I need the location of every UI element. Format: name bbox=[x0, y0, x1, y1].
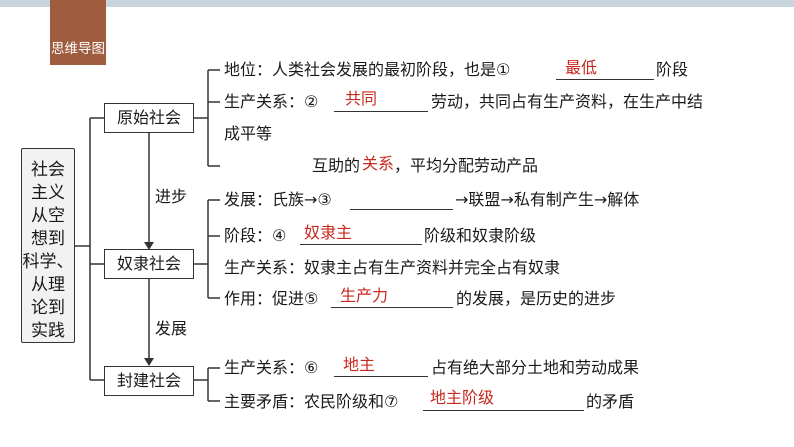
feudal-conflict-suffix: 的矛盾 bbox=[586, 392, 635, 411]
root-line: 社会 bbox=[31, 160, 65, 180]
primitive-relation-line2: 成平等 bbox=[224, 124, 273, 143]
section-tag: 思维导图 bbox=[50, 0, 106, 65]
blank-line-1 bbox=[556, 79, 654, 80]
node-feudal-society: 封建社会 bbox=[104, 366, 194, 396]
answer-relation: 关系 bbox=[362, 154, 395, 173]
root-line: 实践 bbox=[31, 321, 65, 341]
root-line: 想到 bbox=[31, 229, 65, 249]
blank-line-7 bbox=[423, 410, 584, 411]
answer-2: 共同 bbox=[345, 89, 378, 108]
root-line: 从理 bbox=[31, 275, 65, 295]
blank-line-3 bbox=[350, 209, 453, 210]
blank-line-4 bbox=[300, 244, 422, 245]
root-line: 主义 bbox=[31, 183, 65, 203]
primitive-relation-suffix: 劳动，共同占有生产资料，在生产中结 bbox=[431, 92, 704, 111]
blank-line-6 bbox=[334, 376, 428, 377]
slave-stage-suffix: 阶级和奴隶阶级 bbox=[424, 226, 537, 245]
node-slave-society: 奴隶社会 bbox=[104, 249, 194, 279]
primitive-develop-suffix: →联盟→私有制产生→解体 bbox=[455, 190, 640, 209]
answer-5: 生产力 bbox=[340, 286, 389, 305]
primitive-status-suffix: 阶段 bbox=[656, 60, 689, 79]
root-line: 从空 bbox=[31, 206, 65, 226]
root-line: 科学、 bbox=[22, 252, 74, 272]
section-tag-label: 思维导图 bbox=[51, 41, 105, 57]
feudal-relation-suffix: 占有绝大部分土地和劳动成果 bbox=[431, 358, 640, 377]
feudal-relation-prefix: 生产关系：⑥ bbox=[224, 358, 319, 377]
node-primitive-society: 原始社会 bbox=[104, 103, 194, 133]
root-node-text: 社会 主义 从空 想到 科学、 从理 论到 实践 bbox=[22, 159, 74, 343]
answer-7: 地主阶级 bbox=[430, 388, 495, 407]
root-node: 社会 主义 从空 想到 科学、 从理 论到 实践 bbox=[21, 148, 75, 343]
blank-line-2 bbox=[334, 111, 428, 112]
answer-1: 最低 bbox=[565, 58, 598, 77]
primitive-relation-line3-suffix: ，平均分配劳动产品 bbox=[394, 156, 539, 175]
top-accent-bar bbox=[0, 0, 794, 7]
slave-role-prefix: 作用：促进⑤ bbox=[224, 289, 319, 308]
primitive-develop-prefix: 发展：氏族→③ bbox=[224, 190, 332, 209]
root-line: 论到 bbox=[31, 298, 65, 318]
answer-4: 奴隶主 bbox=[304, 223, 353, 242]
arrow-label-develop: 发展 bbox=[155, 319, 188, 338]
arrow-label-progress: 进步 bbox=[155, 187, 188, 206]
answer-6: 地主 bbox=[343, 355, 376, 374]
primitive-status-prefix: 地位：人类社会发展的最初阶段，也是① bbox=[224, 60, 511, 79]
primitive-relation-line3-prefix: 互助的 bbox=[312, 156, 361, 175]
blank-line-5 bbox=[331, 307, 453, 308]
slave-role-suffix: 的发展，是历史的进步 bbox=[456, 289, 617, 308]
slave-stage-prefix: 阶段：④ bbox=[224, 226, 287, 245]
slave-relation: 生产关系：奴隶主占有生产资料并完全占有奴隶 bbox=[224, 258, 561, 277]
feudal-conflict-prefix: 主要矛盾：农民阶级和⑦ bbox=[224, 392, 399, 411]
primitive-relation-prefix: 生产关系：② bbox=[224, 92, 319, 111]
